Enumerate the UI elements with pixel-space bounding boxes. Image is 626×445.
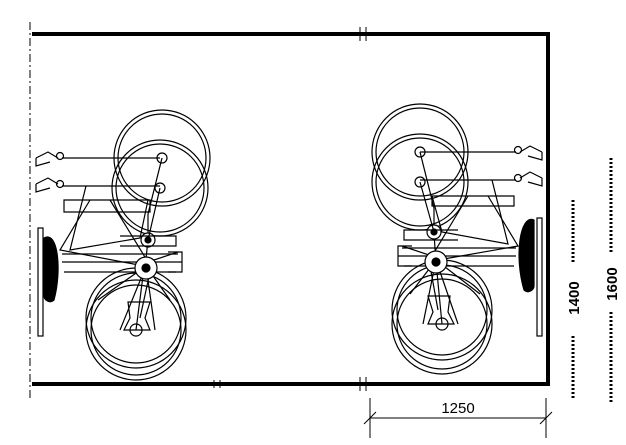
left-rear-wheel-a [85, 267, 187, 369]
dimension-1400: 1400 [566, 281, 583, 314]
dimension-1250: 1250 [441, 400, 474, 417]
right-saddle [518, 218, 535, 293]
right-saddle-bracket [536, 217, 543, 337]
dimension-1600: 1600 [604, 267, 621, 300]
right-bike-pair [371, 103, 543, 375]
left-bike-pair [35, 109, 211, 381]
right-wall-hooks [513, 145, 543, 187]
right-rear-wheel-b [391, 273, 493, 375]
left-rear-wheel-b [85, 279, 187, 381]
left-wall-hooks [35, 151, 65, 193]
left-saddle-bracket [37, 227, 44, 337]
left-saddle [43, 236, 59, 303]
room-outline [29, 22, 550, 398]
horizontal-dimension [363, 398, 553, 438]
right-rear-wheel-a [391, 259, 493, 361]
